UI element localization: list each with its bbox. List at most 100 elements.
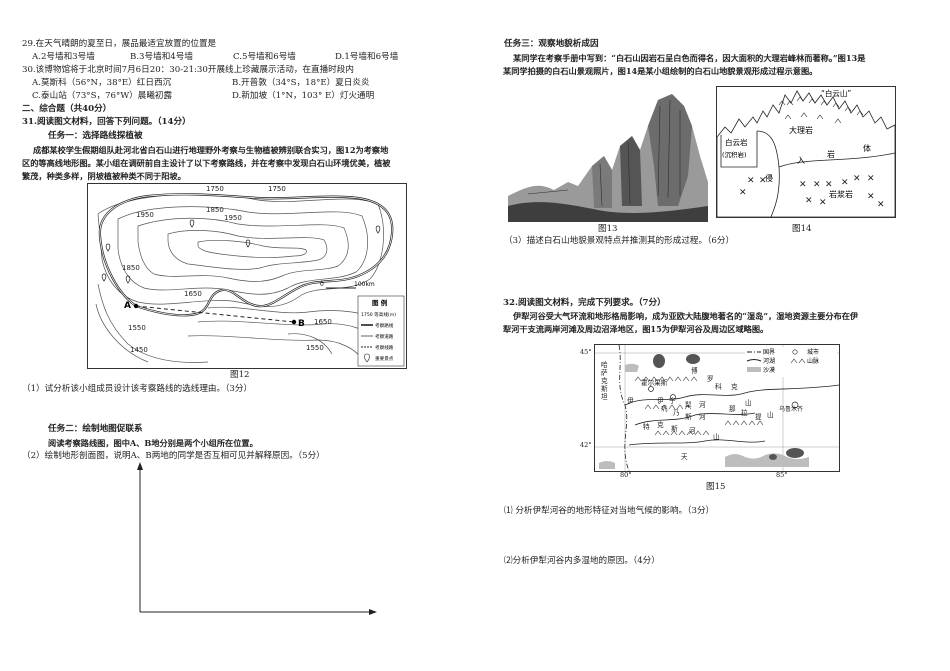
label-magmatic: 岩浆岩 xyxy=(829,189,853,199)
q30-stem: 30.该博物馆将于北京时间7月6日20：30-21:30开展线上珍藏展示活动，在… xyxy=(22,65,354,75)
map-lat-45: 45° xyxy=(580,348,592,356)
svg-text:城市: 城市 xyxy=(807,348,819,356)
svg-text:巩: 巩 xyxy=(661,405,668,413)
svg-text:山: 山 xyxy=(745,398,752,407)
svg-text:✕: ✕ xyxy=(867,174,875,184)
svg-text:国界: 国界 xyxy=(763,349,775,356)
svg-text:1750: 1750 xyxy=(268,185,286,193)
q30-option-d: D.新加坡（1°N，103° E）灯火通明 xyxy=(232,91,375,101)
svg-text:1750: 1750 xyxy=(206,185,224,193)
border-and-rivers xyxy=(618,344,840,472)
map-lon-85: 85° xyxy=(776,471,788,479)
svg-text:博: 博 xyxy=(691,366,698,375)
task1-line-1: 成都某校学生假期组队赴河北省白石山进行地理野外考察与生物植被辨别联合实习，图12… xyxy=(33,145,389,155)
svg-text:图 例: 图 例 xyxy=(372,298,388,307)
svg-text:山脉: 山脉 xyxy=(807,357,819,365)
task1-title: 任务一：选择路线探植被 xyxy=(48,131,143,141)
task3-title: 任务三：观察地貌析成因 xyxy=(504,39,599,49)
svg-text:河: 河 xyxy=(699,401,706,409)
svg-text:1950: 1950 xyxy=(224,214,242,222)
svg-text:斯: 斯 xyxy=(601,384,608,393)
label-intrusion-2: 岩 xyxy=(827,149,835,159)
svg-text:1750 等高线(m): 1750 等高线(m) xyxy=(361,311,396,318)
q32-line-2: 犁河干支流两岸河滩及周边沼泽地区，图15为伊犁河谷及周边区域略图。 xyxy=(503,324,769,334)
q31-part1: （1）试分析该小组成员设计该考察路线的选线理由。（3分） xyxy=(22,384,253,394)
fig15-caption: 图15 xyxy=(706,482,726,492)
svg-text:✕: ✕ xyxy=(739,188,747,198)
svg-text:克: 克 xyxy=(731,383,738,391)
contour-lines xyxy=(95,193,391,367)
q30-option-b: B.开普敦（34°S，18°E）夏日炎炎 xyxy=(232,78,370,88)
fig13-caption: 图13 xyxy=(598,224,618,234)
svg-text:犁: 犁 xyxy=(685,400,692,409)
fig12-legend: 图 例 1750 等高线(m) 考察路线 考察道路 考察线路 重要景点 xyxy=(357,295,405,367)
svg-text:1550: 1550 xyxy=(306,344,324,352)
svg-text:河湖: 河湖 xyxy=(763,357,775,365)
figure-15-map: 哈 萨 克 斯 坦 霍尔果斯 博 罗 伊 科 克 伊 宁 犁 河 山 巩 乃 斯… xyxy=(594,344,840,472)
point-b-label: B xyxy=(298,319,305,329)
svg-text:提: 提 xyxy=(755,412,762,421)
desert-areas xyxy=(599,363,809,469)
svg-text:斯: 斯 xyxy=(671,424,678,433)
q31-part2: （2）绘制地形剖面图，说明A、B两地的同学是否互相可见并解释原因。（5分） xyxy=(22,451,325,461)
svg-text:✕: ✕ xyxy=(805,196,813,206)
svg-text:宁: 宁 xyxy=(669,396,676,405)
svg-text:1850: 1850 xyxy=(206,206,224,214)
label-intrusion-3: 体 xyxy=(863,143,871,153)
svg-text:哈: 哈 xyxy=(601,360,608,369)
svg-text:萨: 萨 xyxy=(601,368,608,377)
svg-text:✕: ✕ xyxy=(841,178,849,188)
label-sedimentary: (沉积岩) xyxy=(722,150,747,159)
point-a-marker xyxy=(133,303,139,309)
svg-text:0: 0 xyxy=(320,281,324,288)
svg-text:1550: 1550 xyxy=(128,324,146,332)
q32-part2: ⑵分析伊犁河谷内多湿地的原因。（4分） xyxy=(504,556,660,566)
svg-text:✕: ✕ xyxy=(825,180,833,190)
fig14-caption: 图14 xyxy=(792,224,812,234)
q29-option-c: C.5号墙和6号墙 xyxy=(233,52,296,62)
task3-line-1: 某同学在考察手册中写到：“白石山因岩石呈白色而得名，因大面积的大理岩峰林而著称。… xyxy=(513,53,866,63)
label-baishishan: “白云山” xyxy=(821,88,851,98)
q32-line-1: 伊犁河谷受大气环流和地形格局影响，成为亚欧大陆腹地著名的“湿岛”，湿地资源主要分… xyxy=(513,311,859,321)
svg-text:沙漠: 沙漠 xyxy=(763,366,775,374)
section-heading: 二、综合题（共40分） xyxy=(22,104,112,114)
q29-option-a: A.2号墙和3号墙 xyxy=(32,52,95,62)
task2-line: 阅读考察路线图，图中A、B地分别是两个小组所在位置。 xyxy=(48,438,258,448)
svg-text:山: 山 xyxy=(767,410,774,419)
svg-text:河: 河 xyxy=(689,427,696,435)
svg-text:那: 那 xyxy=(729,405,736,413)
task2-title: 任务二：绘制地图促联系 xyxy=(48,424,143,434)
figure-12-contour-map: A B 1750 1850 1950 1950 1750 1850 1650 1… xyxy=(87,183,407,369)
lake-areas xyxy=(653,354,804,460)
svg-text:1650: 1650 xyxy=(314,318,332,326)
q32-part1: ⑴ 分析伊犁河谷的地形特征对当地气候的影响。（3分） xyxy=(504,506,715,516)
label-marble: 大理岩 xyxy=(789,125,813,135)
svg-text:伊: 伊 xyxy=(657,396,664,405)
mountain-ridge-marks xyxy=(778,96,864,124)
figure-13-photo xyxy=(508,86,708,222)
map-lon-80: 80° xyxy=(620,471,632,479)
svg-text:科: 科 xyxy=(715,382,722,391)
svg-text:乃: 乃 xyxy=(673,409,680,417)
figure-14-diagram: ✕✕✕ ✕✕✕ ✕✕✕ ✕✕✕✕ “白云山” 白云岩 (沉积岩) 大理岩 入 岩… xyxy=(716,86,896,218)
map-place-labels: 哈 萨 克 斯 坦 霍尔果斯 博 罗 伊 科 克 伊 宁 犁 河 山 巩 乃 斯… xyxy=(601,360,803,461)
map-legend: 国界 城市 河湖 山脉 沙漠 xyxy=(745,347,837,377)
svg-text:斯: 斯 xyxy=(685,412,692,421)
fig12-caption: 图12 xyxy=(230,370,250,380)
svg-text:霍尔果斯: 霍尔果斯 xyxy=(641,378,668,387)
q29-option-b: B.3号墙和4号墙 xyxy=(130,52,193,62)
point-b-marker xyxy=(291,319,297,325)
svg-text:考察路线: 考察路线 xyxy=(375,322,394,329)
label-intrusion-1: 入 xyxy=(797,156,805,165)
svg-text:乌鲁木齐: 乌鲁木齐 xyxy=(779,405,803,413)
q31-part3: （3）描述白石山地貌景观特点并推测其的形成过程。（6分） xyxy=(504,236,735,246)
svg-text:✕: ✕ xyxy=(747,176,755,186)
svg-text:✕: ✕ xyxy=(819,198,827,208)
svg-text:✕: ✕ xyxy=(799,180,807,190)
task3-line-2: 某同学拍摄的白石山景观照片，图14是某小组绘制的白石山地貌景观形成过程示意图。 xyxy=(503,66,818,76)
svg-text:考察道路: 考察道路 xyxy=(375,333,394,340)
city-markers xyxy=(648,386,799,409)
label-intrusion-4: 侵 xyxy=(765,173,773,183)
q30-option-c: C.泰山站（73°S，76°W）晨曦初露 xyxy=(32,91,173,101)
scale-bar: 0 100km xyxy=(320,281,375,289)
